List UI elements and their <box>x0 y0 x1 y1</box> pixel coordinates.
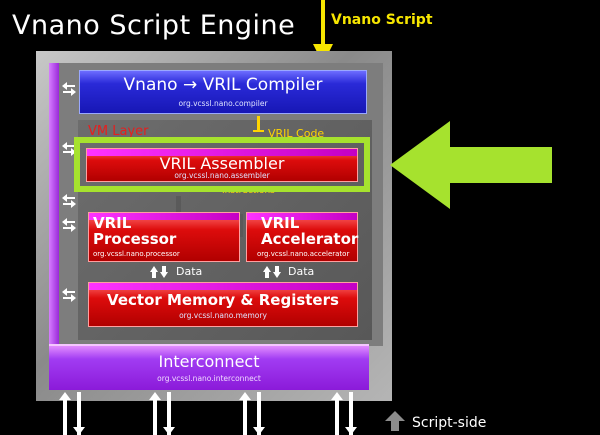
assembler-top-bar <box>87 149 357 156</box>
processor-package: org.vcssl.nano.processor <box>93 250 180 258</box>
accelerator-top-bar <box>247 213 357 220</box>
accelerator-line1: VRIL <box>261 214 300 232</box>
compiler-package: org.vcssl.nano.compiler <box>178 99 268 108</box>
script-side-label: Script-side <box>412 415 487 431</box>
memory-title: Vector Memory & Registers <box>107 291 339 309</box>
interconnect-title: Interconnect <box>158 352 260 371</box>
accelerator-line2: Accelerator <box>261 230 359 248</box>
compiler-box: Vnano → VRIL Compiler org.vcssl.nano.com… <box>79 70 367 114</box>
accelerator-package: org.vcssl.nano.accelerator <box>257 250 350 258</box>
assembler-package: org.vcssl.nano.assembler <box>174 171 270 180</box>
accelerator-data-arrow <box>263 266 281 278</box>
processor-line2: Processor <box>93 230 177 248</box>
interconnect-package: org.vcssl.nano.interconnect <box>157 374 261 383</box>
accelerator-data-label: Data <box>288 265 315 278</box>
vril-code-label: VRIL Code <box>268 127 325 140</box>
green-pointer-arrow <box>390 121 552 209</box>
vril-code-connector <box>253 116 264 132</box>
memory-top-bar <box>89 283 357 290</box>
assembler-highlight <box>74 137 370 192</box>
memory-package: org.vcssl.nano.memory <box>179 311 267 320</box>
interconnect-box: Interconnect org.vcssl.nano.interconnect <box>49 344 369 390</box>
diagram-title: Vnano Script Engine <box>12 10 296 41</box>
left-bus <box>49 63 59 353</box>
bus-arrows <box>62 82 76 302</box>
assembler-box: VRIL Assembler org.vcssl.nano.assembler <box>86 148 358 182</box>
processor-data-label: Data <box>176 265 203 278</box>
bottom-connectors <box>59 392 357 435</box>
processor-box: VRIL Processor org.vcssl.nano.processor <box>88 212 240 262</box>
compiler-title: Vnano → VRIL Compiler <box>123 75 323 95</box>
script-input-label: Vnano Script <box>331 12 433 28</box>
processor-top-bar <box>89 213 239 220</box>
processor-line1: VRIL <box>93 214 132 232</box>
memory-box: Vector Memory & Registers org.vcssl.nano… <box>88 282 358 327</box>
assembler-title: VRIL Assembler <box>159 154 285 173</box>
vm-layer-label: VM Layer <box>88 124 149 139</box>
script-side-arrow-icon <box>385 411 405 431</box>
processor-data-arrow <box>150 266 168 278</box>
accelerator-box: VRIL Accelerator org.vcssl.nano.accelera… <box>246 212 358 262</box>
